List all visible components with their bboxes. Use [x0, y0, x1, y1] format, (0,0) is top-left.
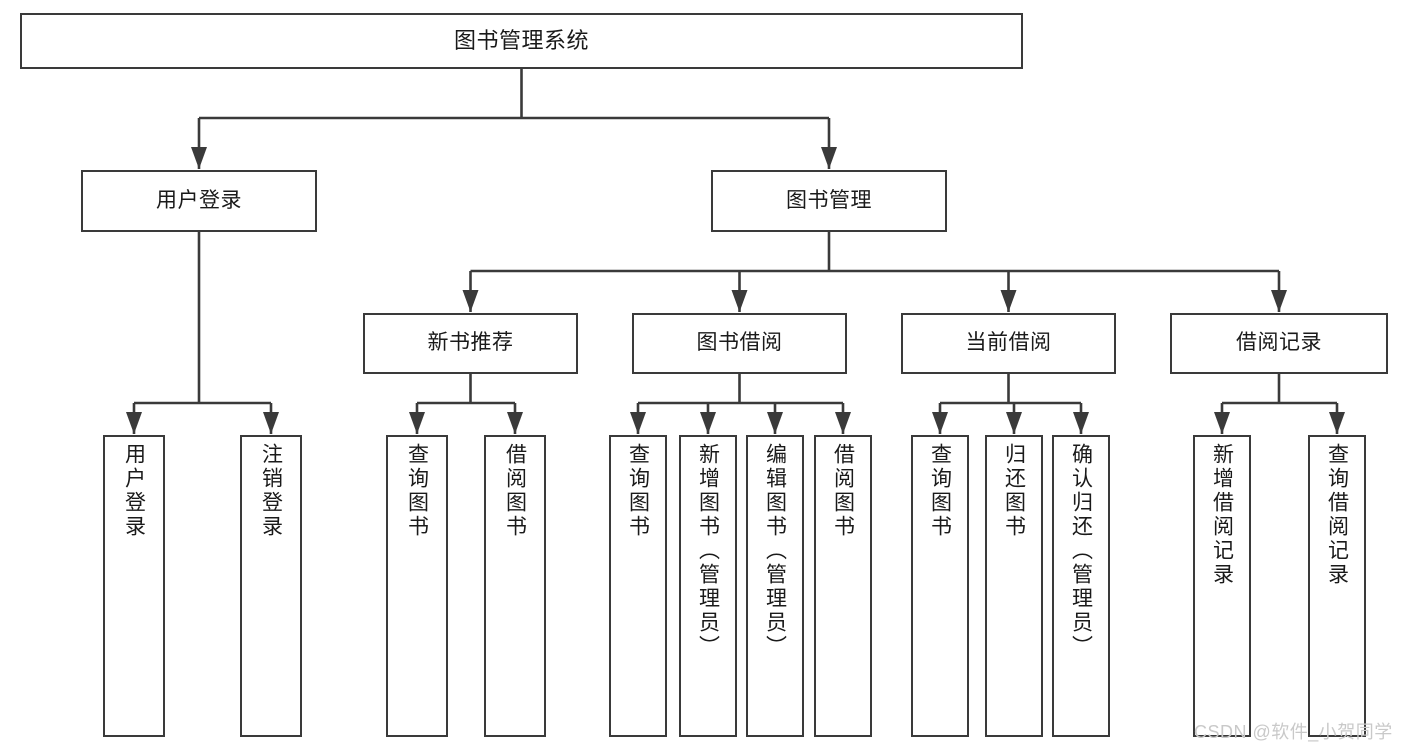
node-leaf-query-book-cur[interactable]: 查询图书 [911, 435, 969, 737]
node-leaf-query-borrow-record-label: 查询借阅记录 [1325, 443, 1349, 587]
node-leaf-confirm-return-admin-label: 确认归还（管理员） [1069, 443, 1093, 659]
node-leaf-confirm-return-admin[interactable]: 确认归还（管理员） [1052, 435, 1110, 737]
node-book-borrow[interactable]: 图书借阅 [632, 313, 847, 374]
node-leaf-user-login[interactable]: 用户登录 [103, 435, 165, 737]
node-leaf-edit-book-admin-label: 编辑图书（管理员） [763, 443, 787, 659]
node-borrow-record-label: 借阅记录 [1236, 331, 1322, 355]
node-leaf-return-book-label: 归还图书 [1002, 443, 1026, 539]
node-leaf-borrow-book-brw-label: 借阅图书 [831, 443, 855, 539]
node-leaf-add-book-admin-label: 新增图书（管理员） [696, 443, 720, 659]
node-book-borrow-label: 图书借阅 [696, 331, 783, 355]
node-leaf-query-book-brw[interactable]: 查询图书 [609, 435, 667, 737]
node-leaf-borrow-book-brw[interactable]: 借阅图书 [814, 435, 872, 737]
node-leaf-user-login-label: 用户登录 [122, 443, 146, 539]
node-leaf-add-borrow-record-label: 新增借阅记录 [1210, 443, 1234, 587]
node-new-book-recommend-label: 新书推荐 [427, 331, 514, 355]
node-leaf-query-borrow-record[interactable]: 查询借阅记录 [1308, 435, 1366, 737]
node-root-label: 图书管理系统 [453, 28, 589, 54]
node-current-borrow[interactable]: 当前借阅 [901, 313, 1116, 374]
node-leaf-query-book-cur-label: 查询图书 [928, 443, 952, 539]
node-user-login-label: 用户登录 [156, 188, 242, 212]
node-leaf-edit-book-admin[interactable]: 编辑图书（管理员） [746, 435, 804, 737]
node-new-book-recommend[interactable]: 新书推荐 [363, 313, 578, 374]
node-leaf-return-book[interactable]: 归还图书 [985, 435, 1043, 737]
node-root[interactable]: 图书管理系统 [20, 13, 1023, 69]
node-borrow-record[interactable]: 借阅记录 [1170, 313, 1388, 374]
node-leaf-add-borrow-record[interactable]: 新增借阅记录 [1193, 435, 1251, 737]
node-leaf-borrow-book-rec[interactable]: 借阅图书 [484, 435, 546, 737]
node-current-borrow-label: 当前借阅 [965, 331, 1052, 355]
csdn-watermark: CSDN @软件_小贺同学 [1194, 722, 1393, 742]
node-book-management-label: 图书管理 [786, 188, 872, 212]
node-leaf-borrow-book-rec-label: 借阅图书 [503, 443, 527, 539]
node-leaf-query-book-rec-label: 查询图书 [405, 443, 429, 539]
node-leaf-query-book-brw-label: 查询图书 [626, 443, 650, 539]
node-leaf-logout-label: 注销登录 [259, 443, 283, 539]
node-book-management[interactable]: 图书管理 [711, 170, 947, 232]
node-leaf-query-book-rec[interactable]: 查询图书 [386, 435, 448, 737]
node-user-login[interactable]: 用户登录 [81, 170, 317, 232]
node-leaf-logout[interactable]: 注销登录 [240, 435, 302, 737]
node-leaf-add-book-admin[interactable]: 新增图书（管理员） [679, 435, 737, 737]
